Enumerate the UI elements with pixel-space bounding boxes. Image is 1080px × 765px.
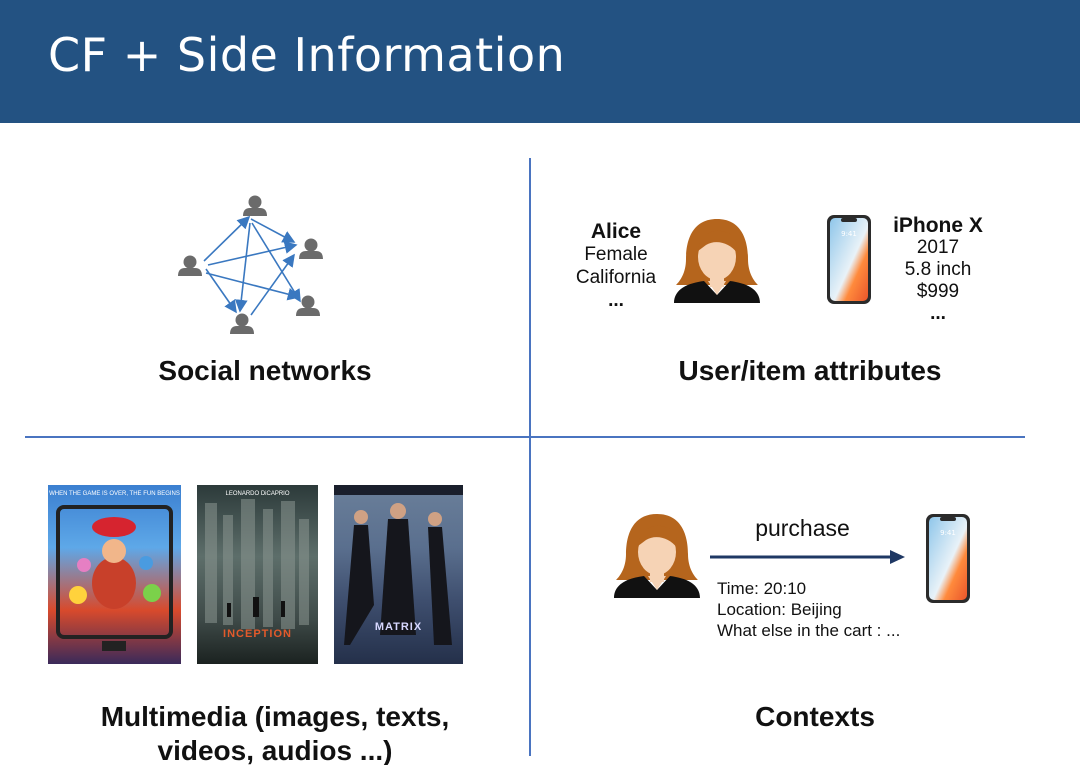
user-attribute: California [575,267,657,288]
person-icon [296,295,320,316]
person-icon [243,195,267,216]
smartphone-icon: 9:41 [827,215,871,304]
item-attribute: 5.8 inch [904,259,972,280]
item-attributes: iPhone X 2017 5.8 inch $999 ... [884,215,992,325]
slide-header: CF + Side Information [0,0,1080,123]
vertical-divider [529,158,531,756]
woman-avatar-icon [674,219,760,303]
movie-poster: MATRIX [334,485,463,664]
movie-poster: WHEN THE GAME IS OVER, THE FUN BEGINS [48,485,181,664]
social-network-graph [178,195,323,334]
user-item-attributes-caption: User/item attributes [678,355,942,386]
user-name: Alice [590,220,642,243]
item-name: iPhone X [893,214,983,237]
poster-tagline: WHEN THE GAME IS OVER, THE FUN BEGINS [49,491,180,497]
context-detail: Location: Beijing [717,600,842,619]
person-icon [230,313,254,334]
context-detail: Time: 20:10 [717,579,807,598]
item-more: ... [930,303,946,324]
multimedia-caption: Multimedia (images, texts, videos, audio… [60,700,490,765]
poster-title: MATRIX [374,621,423,633]
person-icon [299,238,323,259]
user-attribute: Female [584,244,648,265]
svg-text:9:41: 9:41 [841,230,857,238]
arrow-right-icon [710,550,905,564]
horizontal-divider [25,436,1025,438]
user-attributes: Alice Female California ... [560,220,672,312]
context-details: Time: 20:10 Location: Beijing What else … [717,578,900,641]
movie-poster: LEONARDO DiCAPRIO INCEPTION [197,485,318,664]
poster-tagline: LEONARDO DiCAPRIO [225,491,290,497]
smartphone-icon: 9:41 [926,514,970,603]
slide-title: CF + Side Information [48,28,566,82]
item-attribute: $999 [916,281,960,302]
social-networks-caption: Social networks [158,355,372,386]
user-more: ... [608,290,624,311]
woman-avatar-icon [614,514,700,598]
contexts-caption: Contexts [755,701,875,732]
svg-text:9:41: 9:41 [940,529,956,537]
item-attribute: 2017 [916,237,960,258]
person-icon [178,255,202,276]
multimedia-caption-line: Multimedia (images, texts, [100,701,450,732]
context-action: purchase [755,515,850,541]
context-detail: What else in the cart : ... [717,621,901,640]
multimedia-caption-line: videos, audios ...) [157,735,393,765]
poster-title: INCEPTION [223,628,292,640]
